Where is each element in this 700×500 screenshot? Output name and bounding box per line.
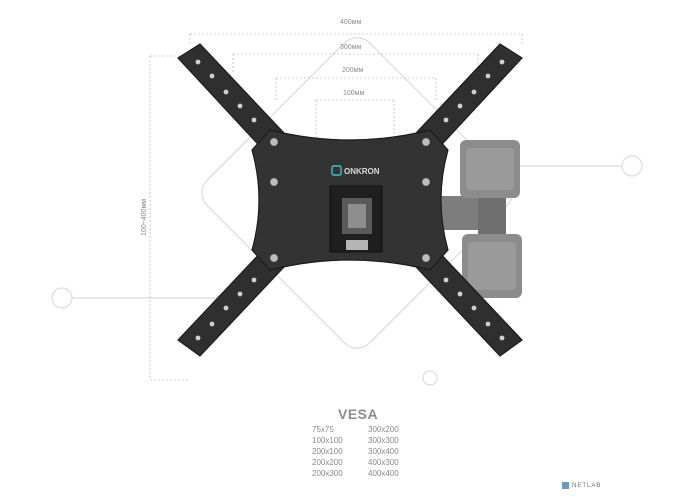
mount-bolts	[269, 137, 431, 263]
arm-slots	[195, 59, 505, 341]
vesa-size: 300x200	[368, 425, 399, 434]
vesa-size: 300x400	[368, 447, 399, 456]
vesa-size: 200x200	[312, 458, 343, 467]
vesa-size: 300x300	[368, 436, 399, 445]
swing-arm	[432, 140, 522, 298]
dim-label-height: 100~400мм	[141, 199, 148, 236]
vesa-size: 75x75	[312, 425, 334, 434]
netlab-logo-text: NETLAB	[572, 482, 602, 489]
vesa-size: 200x300	[312, 469, 343, 478]
dim-label-400: 400мм	[340, 19, 361, 26]
vesa-size: 100x100	[312, 436, 343, 445]
netlab-logo: NETLAB	[562, 482, 601, 489]
dim-label-200: 200мм	[342, 67, 363, 74]
vesa-size: 200x100	[312, 447, 343, 456]
tilt-bracket	[329, 185, 383, 253]
vesa-size: 400x300	[368, 458, 399, 467]
plate-brand: ONKRON	[344, 167, 380, 176]
netlab-logo-icon	[562, 482, 569, 489]
onkron-logo-icon	[331, 165, 342, 176]
vesa-size-table: 75x75 300x200 100x100 300x300 200x100 30…	[312, 424, 418, 479]
vesa-size: 400x400	[368, 469, 399, 478]
vesa-heading: VESA	[338, 406, 379, 422]
dim-label-100: 100мм	[343, 90, 364, 97]
dim-label-300: 300мм	[340, 44, 361, 51]
